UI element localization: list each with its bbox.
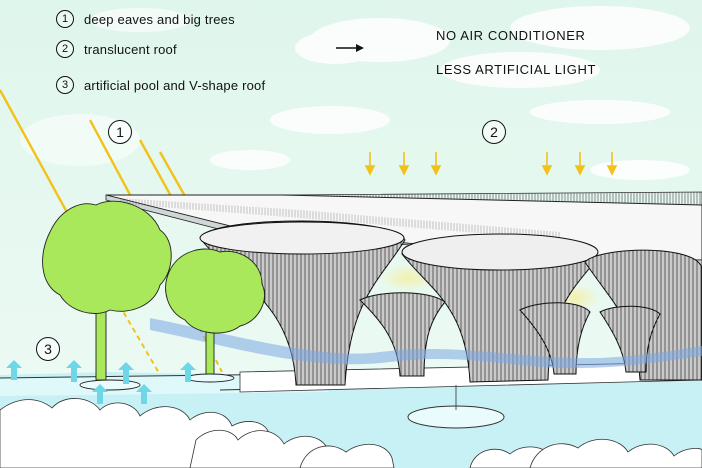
marker-3: 3 [36,337,60,361]
marker-2: 2 [482,120,506,144]
legend-item-2: 2 translucent roof [56,40,177,58]
legend-number: 3 [56,76,74,94]
legend-label: artificial pool and V-shape roof [84,78,265,93]
legend-number: 2 [56,40,74,58]
marker-1: 1 [108,120,132,144]
note-no-air-conditioner: NO AIR CONDITIONER [436,28,585,43]
note-less-artificial-light: LESS ARTIFICIAL LIGHT [436,62,596,77]
legend-number: 1 [56,10,74,28]
legend-item-1: 1 deep eaves and big trees [56,10,235,28]
legend-item-3: 3 artificial pool and V-shape roof [56,76,265,94]
legend-label: translucent roof [84,42,177,57]
legend-label: deep eaves and big trees [84,12,235,27]
